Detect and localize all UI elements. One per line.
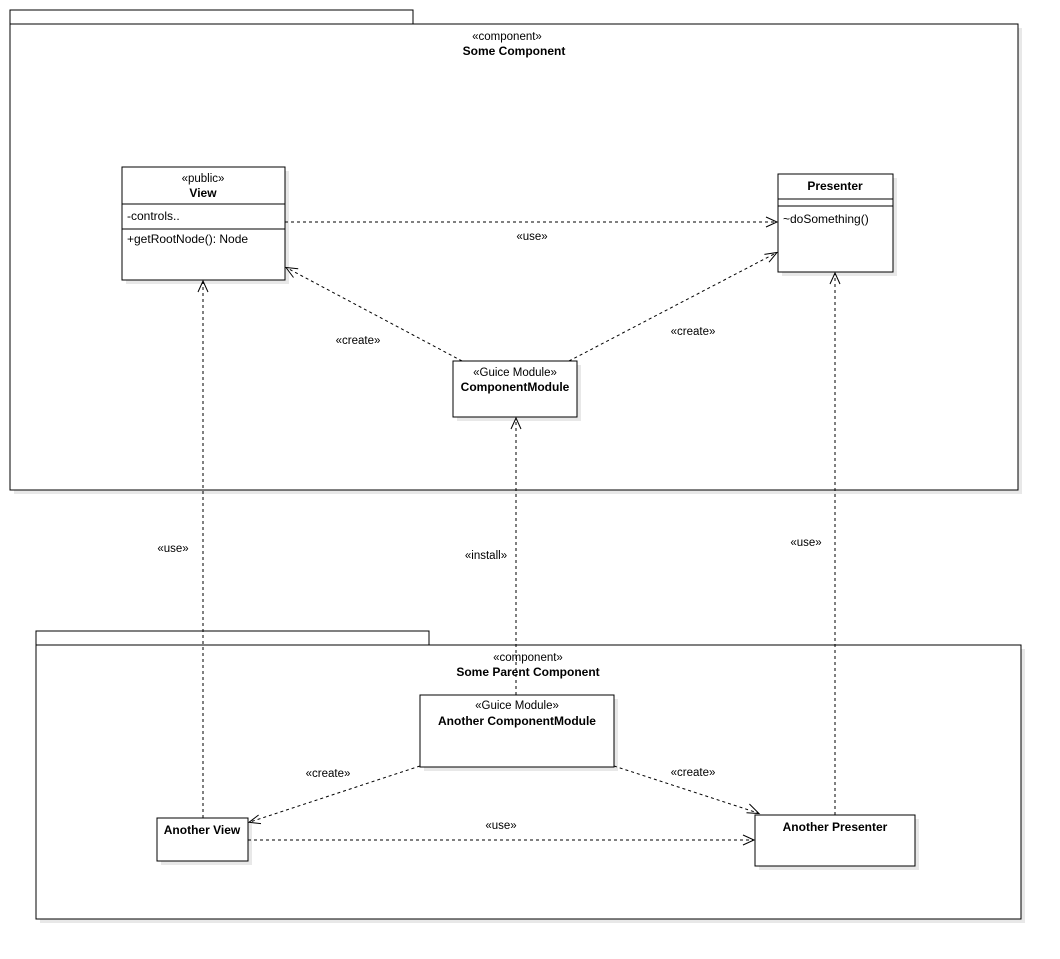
dependency-module-create-view[interactable]: «create» xyxy=(284,266,463,362)
class-stereotype: «Guice Module» xyxy=(473,367,557,379)
class-component-module[interactable]: «Guice Module» ComponentModule xyxy=(452,360,581,421)
dependency-label: «create» xyxy=(671,767,716,779)
class-view[interactable]: «public» View -controls.. +getRootNode()… xyxy=(121,166,289,284)
dependency-label: «use» xyxy=(485,820,516,832)
dependency-label: «create» xyxy=(336,335,381,347)
dependency-another-module-create-presenter[interactable]: «create» xyxy=(613,765,761,815)
dependency-label: «install» xyxy=(465,550,507,562)
class-another-presenter[interactable]: Another Presenter xyxy=(754,814,919,870)
dependency-label: «create» xyxy=(306,768,351,780)
dependency-label: «create» xyxy=(671,326,716,338)
dependency-label: «use» xyxy=(516,231,547,243)
dependency-label: «use» xyxy=(157,543,188,555)
dependency-another-view-use-view[interactable]: «use» xyxy=(150,279,209,818)
dependency-another-presenter-use-presenter[interactable]: «use» xyxy=(784,271,841,815)
package-title: Some Component xyxy=(463,44,566,58)
package-stereotype: «component» xyxy=(472,31,542,43)
dependency-module-create-presenter[interactable]: «create» xyxy=(568,251,779,362)
package-tab xyxy=(35,630,430,646)
dependency-label: «use» xyxy=(790,537,821,549)
dependency-view-use-presenter[interactable]: «use» xyxy=(285,216,779,243)
package-parent-component[interactable]: «component» Some Parent Component xyxy=(35,630,1025,923)
class-attribute: -controls.. xyxy=(127,209,180,223)
class-name: View xyxy=(189,186,217,200)
dependency-another-view-use-another-presenter[interactable]: «use» xyxy=(248,820,756,846)
class-name: Presenter xyxy=(807,179,863,193)
package-body xyxy=(35,644,1022,920)
class-name: Another View xyxy=(164,823,241,837)
class-another-view[interactable]: Another View xyxy=(156,817,252,865)
class-operation: +getRootNode(): Node xyxy=(127,232,248,246)
class-name: Another ComponentModule xyxy=(438,714,596,728)
class-stereotype: «public» xyxy=(182,173,225,185)
package-tab xyxy=(9,9,414,25)
dependency-another-module-create-view[interactable]: «create» xyxy=(247,765,421,825)
package-stereotype: «component» xyxy=(493,652,563,664)
dependency-another-module-install-module[interactable]: «install» xyxy=(458,416,522,695)
class-operation: ~doSomething() xyxy=(783,212,869,226)
class-stereotype: «Guice Module» xyxy=(475,700,559,712)
class-name: ComponentModule xyxy=(461,380,570,394)
package-title: Some Parent Component xyxy=(456,665,599,679)
class-name: Another Presenter xyxy=(783,820,888,834)
class-another-component-module[interactable]: «Guice Module» Another ComponentModule xyxy=(419,694,618,771)
class-presenter[interactable]: Presenter ~doSomething() xyxy=(777,173,897,276)
